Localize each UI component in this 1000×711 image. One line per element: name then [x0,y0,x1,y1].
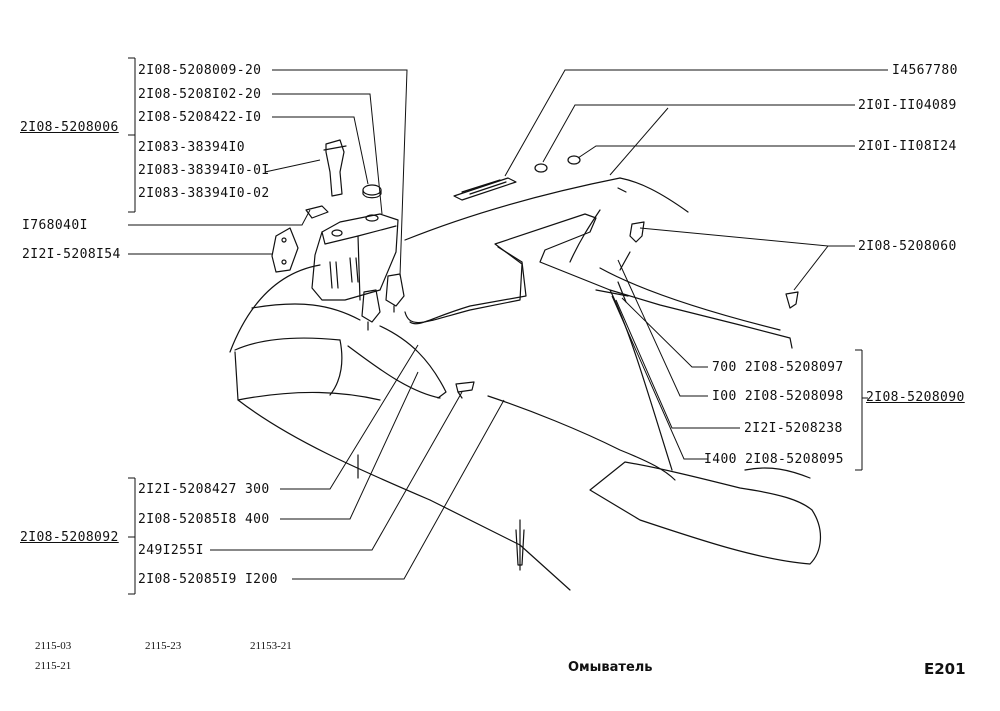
part-label: I4567780 [892,63,958,78]
model-code: 21153-21 [250,640,292,652]
part-label: 2I08-5208009-20 [138,63,262,78]
rear-spoiler [589,461,821,565]
group-code-hoses: 2I08-5208090 [866,390,965,405]
page-code: E201 [924,660,966,678]
part-label: 700 2I08-5208097 [712,360,844,375]
part-label: 2I08-5208422-I0 [138,110,262,125]
page-title: Омыватель [568,660,653,675]
part-label: 2I2I-5208427 300 [138,482,270,497]
part-label: 2I08-52085I8 400 [138,512,270,527]
nozzles-and-fittings [453,155,799,399]
part-label: 2I08-52085I9 I200 [138,572,278,587]
part-label: I00 2I08-5208098 [712,389,844,404]
part-label: 2I08-5208060 [858,239,957,254]
washer-pumps [361,273,405,331]
model-code: 2115-03 [35,640,72,652]
part-label: 2I083-38394I0-0I [138,163,270,178]
part-label: 2I2I-5208238 [744,421,843,436]
part-label: 2I2I-5208I54 [22,247,121,262]
part-label: 2I083-38394I0-02 [138,186,270,201]
group-code-reservoir: 2I08-5208006 [20,120,119,135]
washer-reservoir [311,213,399,301]
part-label: 2I08-5208I02-20 [138,87,262,102]
part-label: 249I255I [138,543,204,558]
car-body-outline [229,177,811,591]
washer-hoses [347,213,793,481]
part-label: I768040I [22,218,88,233]
part-label: 2I0I-II04089 [858,98,957,113]
part-label: 2I0I-II08I24 [858,139,957,154]
leader-lines [128,57,888,595]
model-code: 2115-23 [145,640,182,652]
reservoir-cap [362,184,382,199]
part-label: 2I083-38394I0 [138,140,245,155]
mounting-bracket [271,227,299,273]
filler-neck [323,139,347,197]
grommet [305,205,329,219]
model-code: 2115-21 [35,660,72,672]
part-label: I400 2I08-5208095 [704,452,844,467]
group-code-tubes: 2I08-5208092 [20,530,119,545]
